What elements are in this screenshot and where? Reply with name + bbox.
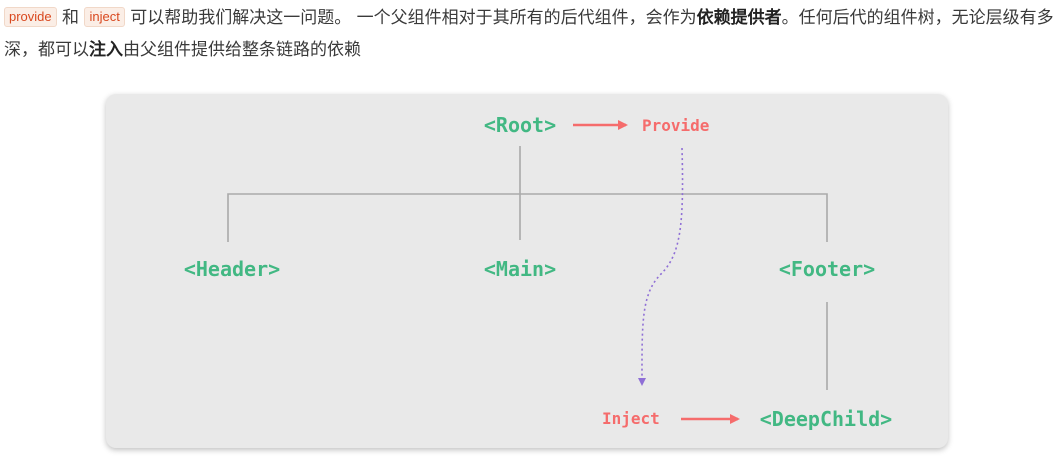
root-node: <Root>: [484, 113, 556, 137]
provide-label: Provide: [642, 116, 709, 135]
main-node: <Main>: [484, 257, 556, 281]
header-node: <Header>: [184, 257, 280, 281]
intro-bold-provider: 依赖提供者: [696, 8, 782, 28]
inject-code: inject: [84, 7, 125, 27]
intro-text-1: 可以帮助我们解决这一问题。 一个父组件相对于其所有的后代组件，会作为: [130, 8, 697, 28]
intro-sep: 和: [62, 8, 80, 28]
intro-text-3: 由父组件提供给整条链路的依赖: [123, 40, 361, 60]
provide-code: provide: [4, 7, 57, 27]
intro-paragraph: provide 和 inject 可以帮助我们解决这一问题。 一个父组件相对于其…: [4, 2, 1056, 66]
intro-text-2: 。任何后代的组件树，无论层级有多深，都可以: [4, 8, 1054, 60]
provide-to-inject-path: [637, 147, 684, 386]
provide-inject-diagram: <Root> Provide <Header> <Main> <Footer> …: [106, 94, 948, 448]
intro-bold-inject: 注入: [89, 40, 123, 60]
footer-node: <Footer>: [779, 257, 875, 281]
tree-lines: [227, 146, 828, 390]
diagram-canvas: <Root> Provide <Header> <Main> <Footer> …: [184, 113, 892, 431]
branch-line: [227, 193, 828, 242]
inject-label: Inject: [602, 409, 660, 428]
deepchild-node: <DeepChild>: [760, 407, 892, 431]
